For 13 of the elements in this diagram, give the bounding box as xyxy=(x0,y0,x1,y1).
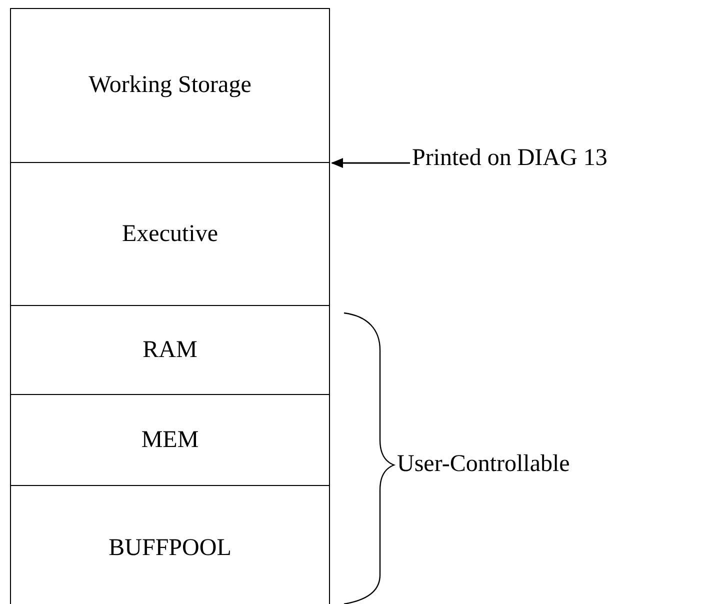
segment-label: MEM xyxy=(141,426,199,454)
memory-segment xyxy=(10,305,330,394)
bracket-label: User-Controllable xyxy=(397,451,570,478)
arrow xyxy=(331,158,410,168)
memory-segment xyxy=(10,162,330,305)
memory-segment xyxy=(10,485,330,604)
memory-segment xyxy=(10,8,330,162)
segment-label: RAM xyxy=(142,336,198,364)
segment-label: Working Storage xyxy=(88,72,252,99)
segment-label: BUFFPOOL xyxy=(108,534,232,562)
segment-label: Executive xyxy=(122,220,218,248)
annotation-text: Printed on DIAG 13 xyxy=(412,145,608,172)
memory-segment xyxy=(10,394,330,485)
